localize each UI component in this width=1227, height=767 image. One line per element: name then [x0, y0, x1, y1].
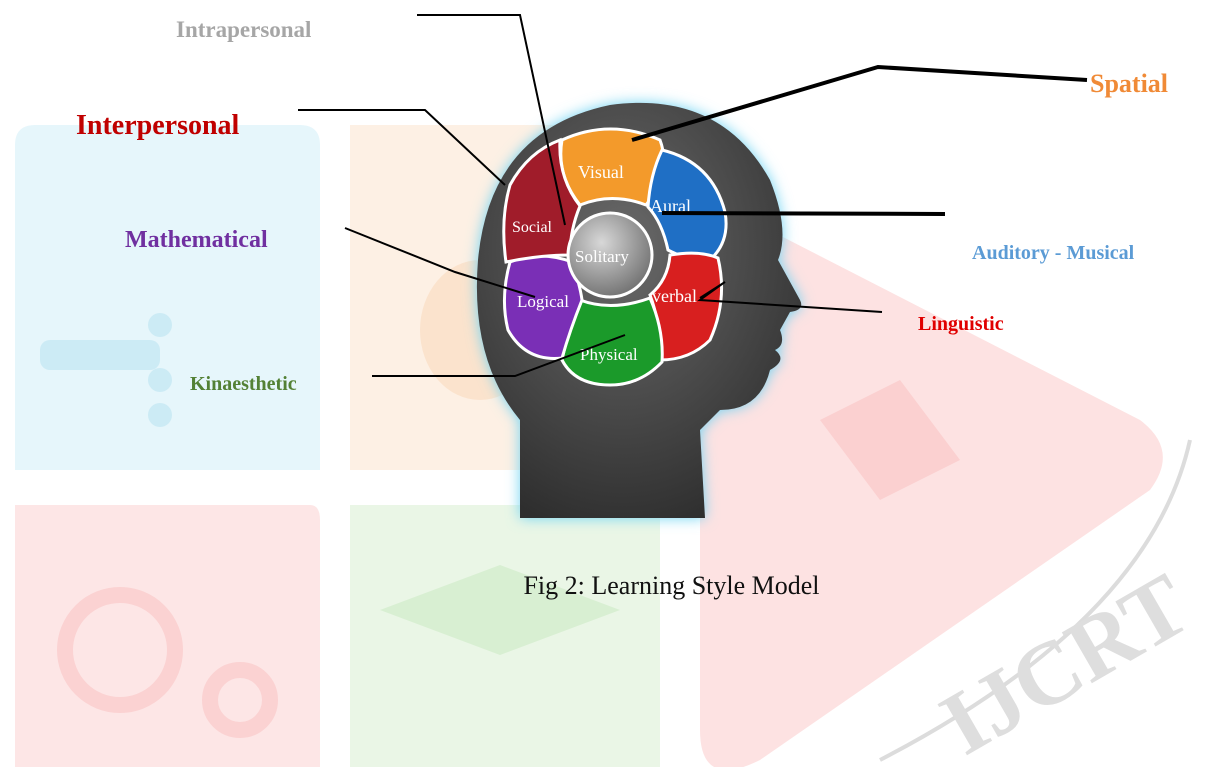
petal-social-text: Social	[512, 219, 553, 236]
label-spatial: Spatial	[1090, 69, 1169, 98]
petal-physical-text: Physical	[580, 345, 638, 364]
cyan-tile	[15, 125, 320, 470]
learning-style-flower	[502, 127, 728, 387]
label-kinaesthetic: Kinaesthetic	[190, 373, 297, 395]
petal-verbal-text: verbal	[652, 286, 697, 306]
petal-aural-text: Aural	[650, 196, 691, 216]
leader-intrapersonal	[417, 14, 566, 226]
leader-spatial	[631, 64, 1088, 142]
petal-visual-text: Visual	[578, 162, 624, 182]
figure-caption-text: Fig 2: Learning Style Model	[523, 571, 820, 600]
petal-verbal	[648, 251, 724, 362]
circuit-icon	[40, 313, 172, 427]
book-icon	[820, 380, 960, 500]
label-mathematical: Mathematical	[125, 227, 268, 253]
leader-mathematical	[344, 227, 536, 298]
label-linguistic: Linguistic	[918, 313, 1004, 335]
label-intrapersonal: Intrapersonal	[176, 17, 312, 42]
center-solitary	[566, 211, 654, 299]
leader-interpersonal	[298, 109, 506, 186]
petal-social	[502, 137, 582, 264]
label-auditory-musical: Auditory - Musical	[972, 242, 1135, 264]
center-solitary-text: Solitary	[575, 247, 629, 266]
label-interpersonal: Interpersonal	[76, 110, 240, 141]
graduation-cap-icon	[380, 565, 620, 655]
petal-logical-text: Logical	[517, 292, 569, 311]
leader-auditory	[661, 211, 946, 216]
watermark-arc	[879, 439, 1192, 762]
leader-linguistic	[697, 281, 883, 313]
petal-logical	[502, 254, 584, 360]
red-play-shape	[700, 211, 1163, 767]
figure-caption: Fig 2: Learning Style Model	[0, 571, 1227, 601]
gear-icon	[57, 587, 278, 738]
leader-kinaesthetic	[372, 334, 626, 377]
